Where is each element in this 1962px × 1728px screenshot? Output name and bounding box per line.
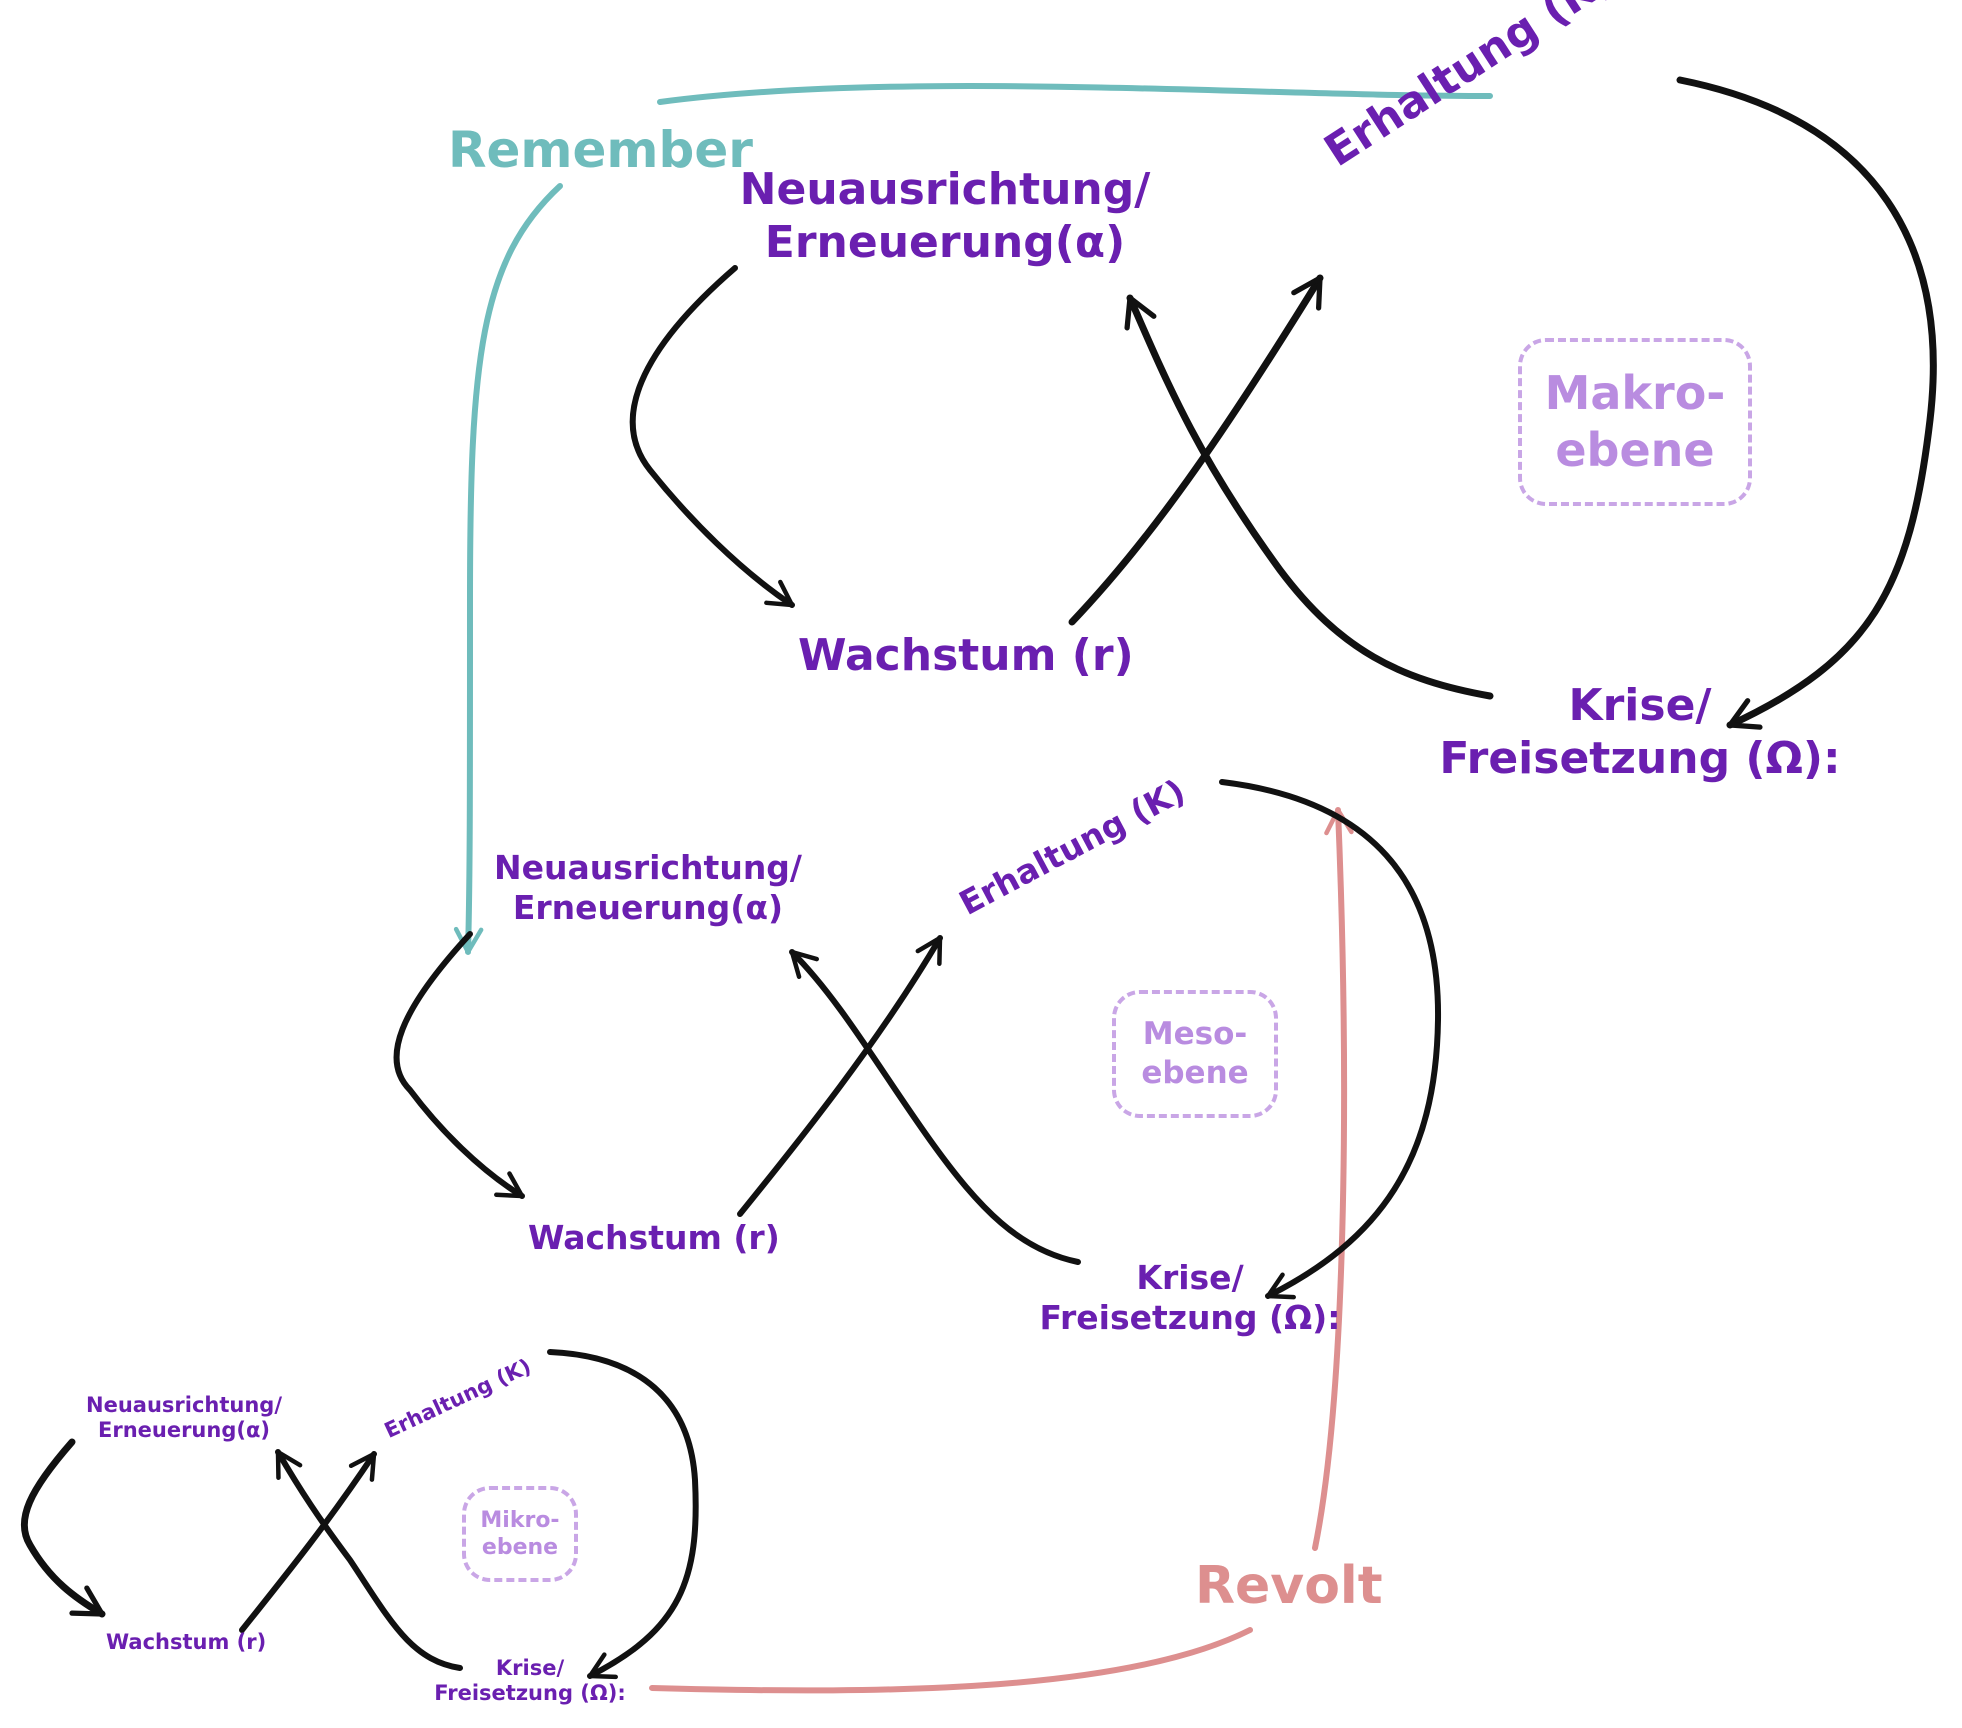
meso-level-box: Meso- ebene xyxy=(1112,990,1278,1118)
meso-release-line2: Freisetzung (Ω): xyxy=(1039,1297,1341,1337)
meso-growth-label: Wachstum (r) xyxy=(528,1218,780,1257)
macro-release-line2: Freisetzung (Ω): xyxy=(1439,732,1841,784)
macro-arrow-growth-to-conservation xyxy=(1068,274,1324,626)
macro-release-line1: Krise/ xyxy=(1568,680,1712,731)
macro-renewal-line2: Erneuerung(α) xyxy=(764,216,1126,268)
meso-release-line1: Krise/ xyxy=(1136,1258,1244,1297)
macro-level-box: Makro- ebene xyxy=(1518,338,1752,506)
macro-renewal-label: Neuausrichtung/ Erneuerung(α) xyxy=(740,164,1151,270)
meso-arrow-release-to-renewal xyxy=(789,949,1081,1265)
macro-arrow-conservation-to-release xyxy=(1676,76,1937,730)
macro-box-line1: Makro- xyxy=(1544,365,1726,420)
micro-release-line1: Krise/ xyxy=(495,1656,565,1680)
micro-arrow-renewal-to-growth xyxy=(20,1438,106,1618)
micro-growth-label: Wachstum (r) xyxy=(106,1630,267,1654)
micro-cycle-arrows xyxy=(20,1349,699,1680)
macro-cycle-arrows xyxy=(629,76,1937,730)
meso-arrow-conservation-to-release xyxy=(1219,779,1442,1300)
macro-renewal-line1: Neuausrichtung/ xyxy=(739,164,1151,215)
meso-release-label: Krise/ Freisetzung (Ω): xyxy=(1040,1258,1341,1337)
meso-renewal-line1: Neuausrichtung/ xyxy=(494,848,802,887)
micro-renewal-line2: Erneuerung(α) xyxy=(97,1418,270,1443)
meso-box-line1: Meso- xyxy=(1142,1016,1248,1053)
macro-growth-label: Wachstum (r) xyxy=(798,630,1134,681)
micro-box-line2: ebene xyxy=(481,1535,559,1560)
micro-arrow-release-to-renewal xyxy=(275,1449,463,1671)
micro-renewal-line1: Neuausrichtung/ xyxy=(86,1393,282,1417)
micro-release-label: Krise/ Freisetzung (Ω): xyxy=(434,1656,626,1706)
revolt-arrow xyxy=(649,807,1354,1694)
micro-level-box: Mikro- ebene xyxy=(462,1486,578,1582)
macro-arrow-renewal-to-growth xyxy=(629,265,795,608)
meso-box-line2: ebene xyxy=(1141,1055,1249,1091)
macro-arrow-release-to-renewal xyxy=(1124,294,1494,700)
meso-arrow-growth-to-conservation xyxy=(737,935,943,1217)
remember-label: Remember xyxy=(448,121,753,179)
meso-cycle-arrows xyxy=(393,779,1442,1300)
meso-renewal-label: Neuausrichtung/ Erneuerung(α) xyxy=(494,848,802,927)
micro-box-line1: Mikro- xyxy=(480,1507,560,1533)
remember-arrow xyxy=(453,83,1493,955)
revolt-label: Revolt xyxy=(1195,1556,1383,1616)
meso-arrow-renewal-to-growth xyxy=(393,931,525,1199)
macro-release-label: Krise/ Freisetzung (Ω): xyxy=(1439,680,1840,786)
micro-arrow-conservation-to-release xyxy=(547,1349,699,1680)
micro-arrow-growth-to-conservation xyxy=(239,1451,377,1633)
micro-release-line2: Freisetzung (Ω): xyxy=(434,1681,626,1706)
micro-renewal-label: Neuausrichtung/ Erneuerung(α) xyxy=(86,1393,282,1443)
macro-box-line2: ebene xyxy=(1555,423,1715,477)
meso-renewal-line2: Erneuerung(α) xyxy=(512,887,784,927)
